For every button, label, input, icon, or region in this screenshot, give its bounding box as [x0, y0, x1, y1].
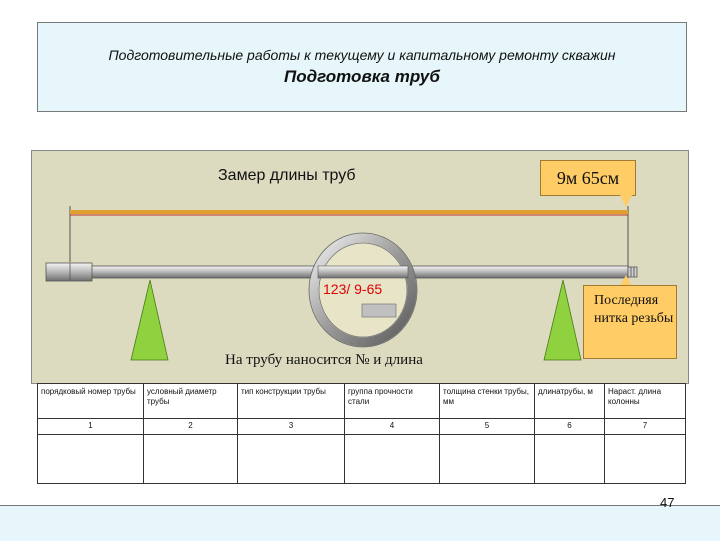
scene-caption: На трубу наносится № и длина: [225, 352, 423, 368]
table-cell: [37, 434, 144, 484]
pipe-number-label: 123/ 9-65: [323, 281, 383, 297]
table-header-cell: Нараст. длина колонны: [604, 383, 686, 419]
table-header-cell: толщина стенки трубы, мм: [439, 383, 535, 419]
table-cell: [143, 434, 238, 484]
table-column-number: 2: [143, 418, 238, 435]
table-column-number: 4: [344, 418, 440, 435]
page-number: 47: [660, 495, 675, 510]
table-column-number: 5: [439, 418, 535, 435]
table-column-number: 1: [37, 418, 144, 435]
table-header-cell: порядковый номер трубы: [37, 383, 144, 419]
footer-bar: [0, 505, 720, 541]
slide-header: Подготовительные работы к текущему и кап…: [37, 22, 687, 112]
table-cell: [604, 434, 686, 484]
table-header-cell: тип конструкции трубы: [237, 383, 345, 419]
table-header-cell: условный диаметр трубы: [143, 383, 238, 419]
table-cell: [439, 434, 535, 484]
support-left: [130, 279, 169, 361]
table-header-cell: длинатрубы, м: [534, 383, 605, 419]
measuring-tape: [69, 206, 629, 268]
measurement-callout-pointer: [620, 195, 632, 207]
table-column-number: 7: [604, 418, 686, 435]
table-cell: [344, 434, 440, 484]
header-subtitle: Подготовительные работы к текущему и кап…: [108, 47, 616, 63]
header-title: Подготовка труб: [284, 67, 440, 86]
table-cell: [237, 434, 345, 484]
table-header-row: порядковый номер трубы условный диаметр …: [37, 383, 686, 419]
scene-title: Замер длины труб: [218, 167, 356, 184]
pipe-tag-ring: [308, 232, 418, 348]
table-number-row: 1 2 3 4 5 6 7: [37, 418, 686, 435]
thread-callout-pointer: [620, 275, 632, 286]
table-header-cell: группа прочности стали: [344, 383, 440, 419]
table-row: [37, 434, 686, 484]
support-right: [543, 279, 582, 361]
table-column-number: 6: [534, 418, 605, 435]
last-thread-callout: Последняя нитка резьбы: [583, 285, 677, 359]
table-cell: [534, 434, 605, 484]
pipe-record-table: порядковый номер трубы условный диаметр …: [37, 383, 686, 484]
measurement-callout: 9м 65см: [540, 160, 636, 196]
table-column-number: 3: [237, 418, 345, 435]
